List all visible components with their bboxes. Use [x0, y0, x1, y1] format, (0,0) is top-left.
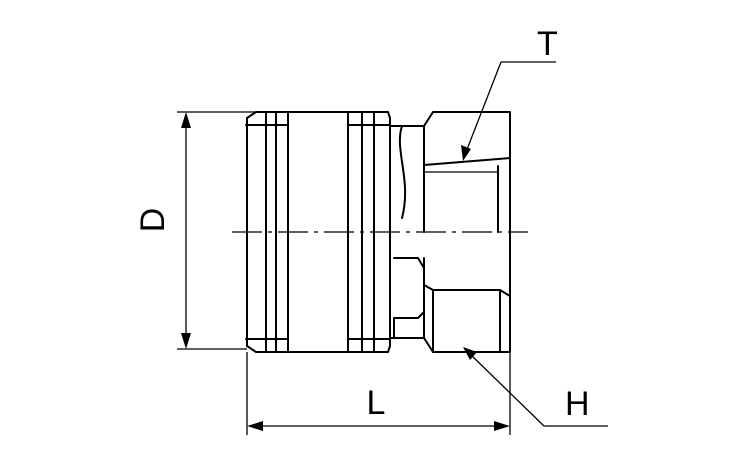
coupler-body — [246, 111, 391, 353]
diameter-dimension — [177, 111, 256, 350]
thread-label: T — [537, 25, 558, 63]
length-dimension — [246, 352, 511, 435]
hex-label: H — [565, 385, 590, 423]
hex-leader — [463, 347, 608, 427]
length-label: L — [367, 384, 386, 422]
internal-thread — [423, 157, 511, 233]
diameter-label: D — [134, 208, 172, 233]
thread-leader — [461, 61, 556, 161]
